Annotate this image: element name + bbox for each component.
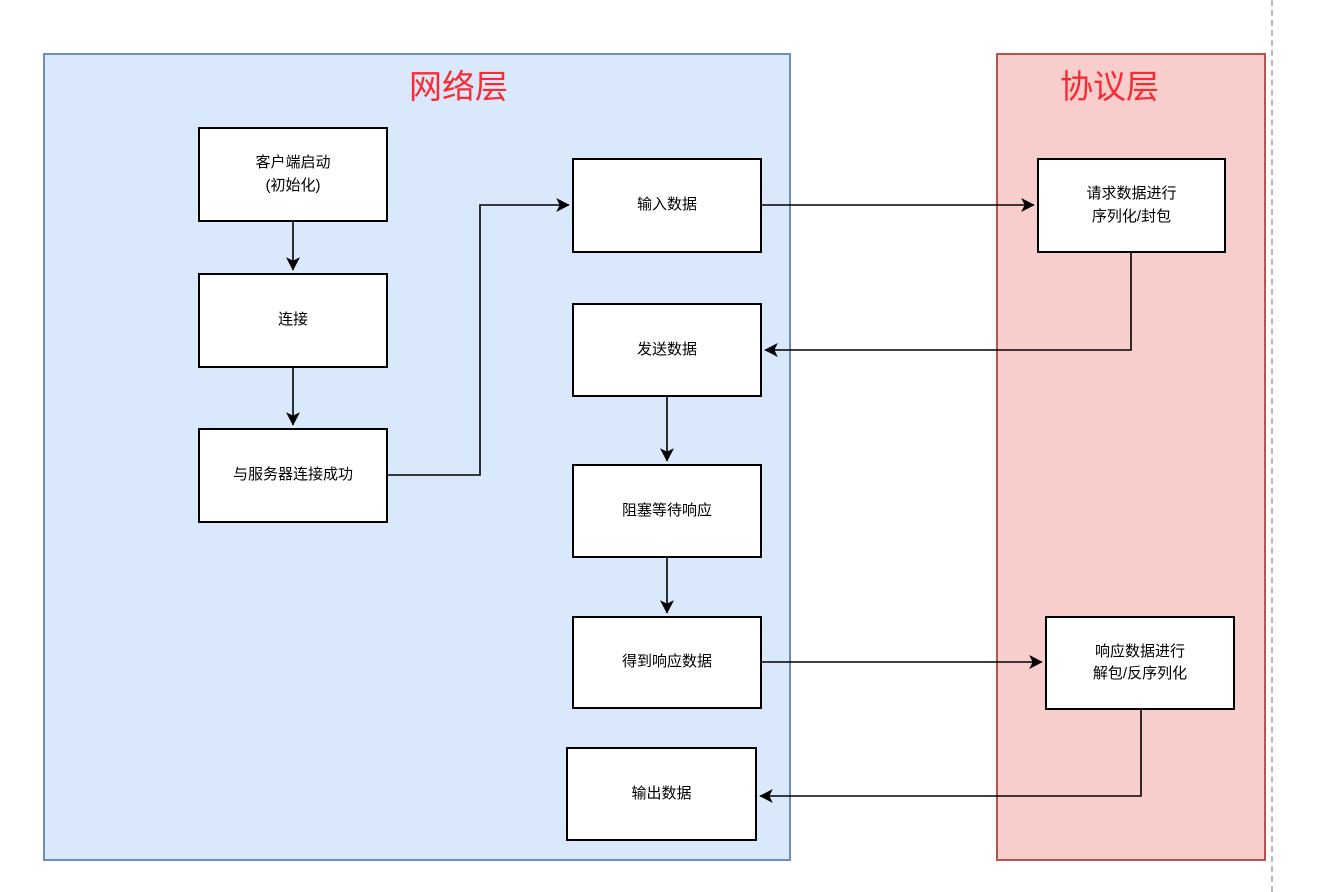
node-connect-success[interactable]: 与服务器连接成功: [198, 428, 388, 523]
node-output-data[interactable]: 输出数据: [566, 747, 757, 841]
network-layer-title: 网络层: [409, 68, 508, 105]
node-serialize-pack[interactable]: 请求数据进行 序列化/封包: [1037, 158, 1226, 253]
node-got-response[interactable]: 得到响应数据: [572, 616, 762, 709]
node-input-data[interactable]: 输入数据: [572, 158, 762, 253]
node-send-data[interactable]: 发送数据: [572, 303, 762, 397]
protocol-layer-title: 协议层: [1060, 68, 1159, 105]
node-unpack-deserialize[interactable]: 响应数据进行 解包/反序列化: [1045, 616, 1235, 710]
page-boundary-dashed-line: [1271, 0, 1273, 892]
node-wait-response[interactable]: 阻塞等待响应: [572, 464, 762, 558]
node-connect[interactable]: 连接: [198, 273, 388, 368]
node-client-start[interactable]: 客户端启动 (初始化): [198, 127, 388, 222]
